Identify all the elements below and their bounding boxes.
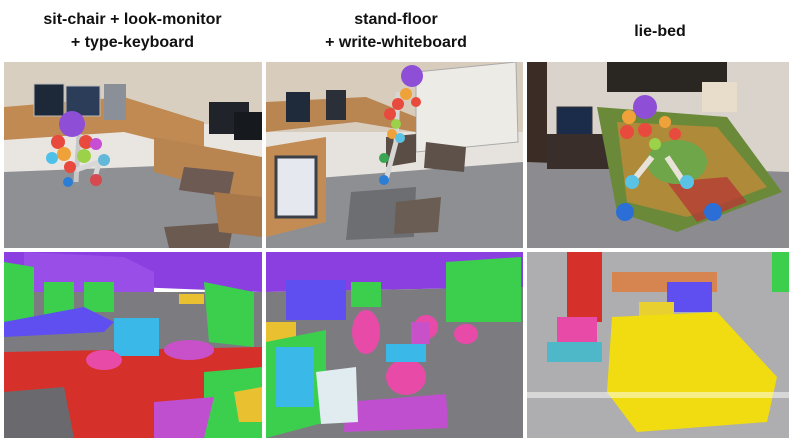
render-stand-floor-scene (266, 62, 523, 248)
caption-middle: stand-floor + write-whiteboard (265, 8, 527, 54)
caption-middle-line-2: + write-whiteboard (325, 34, 467, 51)
caption-middle-line-1: stand-floor (354, 11, 438, 28)
render-sit-chair-scene (4, 62, 262, 248)
caption-left-line-1: sit-chair + look-monitor (43, 11, 222, 28)
caption-right-line-1: lie-bed (634, 23, 686, 40)
segmentation-stand-floor-scene (266, 252, 523, 438)
segmentation-lie-bed-scene (527, 252, 789, 438)
segmentation-sit-chair-scene (4, 252, 262, 438)
caption-right: lie-bed (527, 20, 793, 43)
caption-left-line-2: + type-keyboard (70, 34, 195, 51)
caption-left: sit-chair + look-monitor + type-keyboard (0, 8, 265, 54)
render-lie-bed-scene (527, 62, 789, 248)
